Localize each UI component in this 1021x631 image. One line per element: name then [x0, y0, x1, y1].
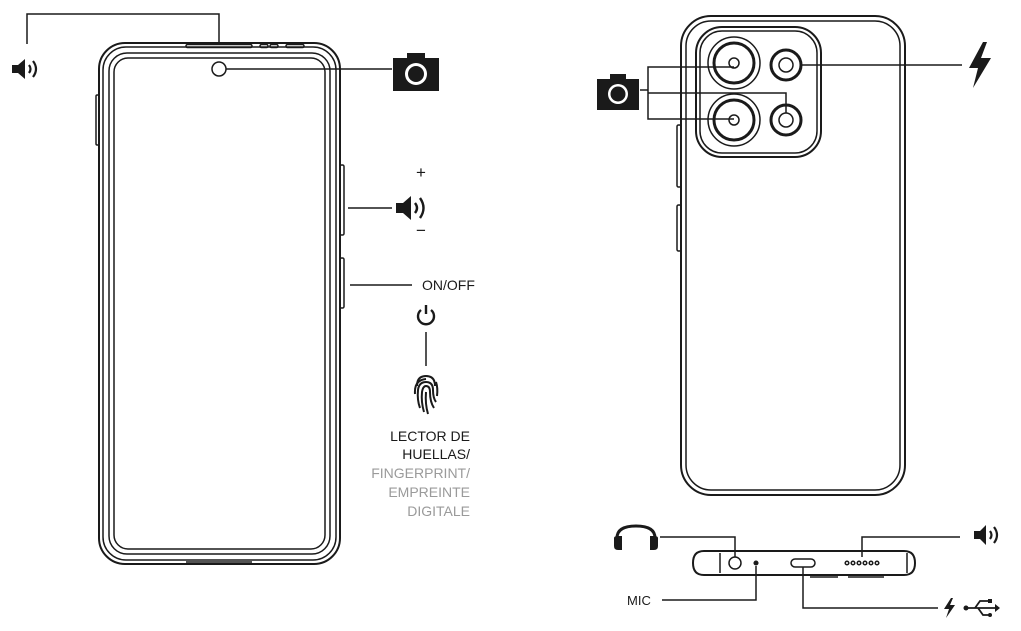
- mic-label: MIC: [627, 593, 651, 608]
- headphones-icon: [614, 524, 658, 550]
- bottom-annotation-lines: [660, 536, 960, 609]
- front-phone: [95, 42, 345, 565]
- fingerprint-icon: [413, 374, 439, 415]
- fingerprint-label-line5: DIGITALE: [407, 503, 470, 519]
- back-phone: [676, 15, 906, 496]
- fingerprint-label-line2: HUELLAS/: [402, 446, 470, 462]
- back-annotation-lines: [640, 64, 962, 120]
- fingerprint-label-line4: EMPREINTE: [388, 484, 470, 500]
- fingerprint-label-line3: FINGERPRINT/: [371, 465, 470, 481]
- back-camera-icon: [597, 74, 639, 110]
- volume-plus-label: +: [416, 163, 426, 182]
- front-annotation-lines: [26, 13, 427, 366]
- charge-icon: [944, 598, 955, 618]
- on-off-label: ON/OFF: [422, 277, 475, 293]
- bottom-speaker-icon: [974, 525, 999, 545]
- camera-icon: [393, 53, 439, 91]
- power-icon: [416, 305, 436, 326]
- volume-speaker-icon: [396, 196, 425, 220]
- volume-minus-label: −: [416, 221, 426, 240]
- speaker-icon: [12, 59, 38, 79]
- fingerprint-label-line1: LECTOR DE: [390, 428, 470, 444]
- usb-icon: [963, 599, 1000, 617]
- bottom-edge: [691, 550, 917, 578]
- flash-icon: [969, 42, 991, 88]
